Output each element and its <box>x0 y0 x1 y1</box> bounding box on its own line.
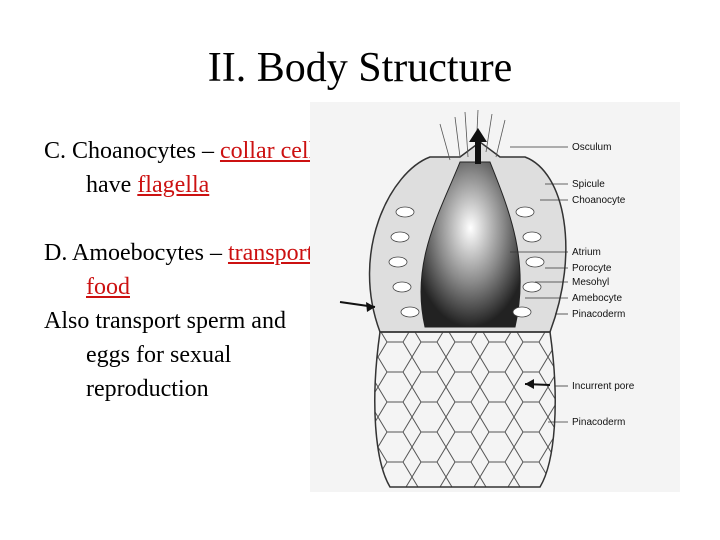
label-pinacoderm: Pinacoderm <box>572 309 625 320</box>
label-spicule: Spicule <box>572 179 605 190</box>
sponge-diagram: Osculum Spicule Choanocyte Atrium Porocy… <box>310 102 680 492</box>
choanocytes-bullet: C. Choanocytes – collar cells; have flag… <box>44 134 334 202</box>
choanocytes-have: have <box>86 172 132 198</box>
amoebocytes-term: transport food <box>86 240 314 300</box>
label-amebocyte: Amebocyte <box>572 293 622 304</box>
label-atrium: Atrium <box>572 247 601 258</box>
choanocytes-lead: C. Choanocytes – <box>44 138 214 164</box>
label-porocyte: Porocyte <box>572 263 612 274</box>
label-incurrent-pore: Incurrent pore <box>572 381 635 392</box>
amoebocytes-lead: D. Amoebocytes – <box>44 240 222 266</box>
label-mesohyl: Mesohyl <box>572 277 609 288</box>
slide-title: II. Body Structure <box>207 45 513 91</box>
choanocytes-flagella: flagella <box>137 172 210 198</box>
label-choanocyte: Choanocyte <box>572 195 626 206</box>
label-osculum: Osculum <box>572 142 611 153</box>
amoebocytes-bullet: D. Amoebocytes – transport food <box>44 236 334 304</box>
label-pinacoderm-lower: Pinacoderm <box>572 417 625 428</box>
also-transport-text: Also transport sperm and eggs for sexual… <box>44 308 286 402</box>
sponge-illustration: Osculum Spicule Choanocyte Atrium Porocy… <box>310 102 680 492</box>
slide-body: C. Choanocytes – collar cells; have flag… <box>44 134 334 406</box>
